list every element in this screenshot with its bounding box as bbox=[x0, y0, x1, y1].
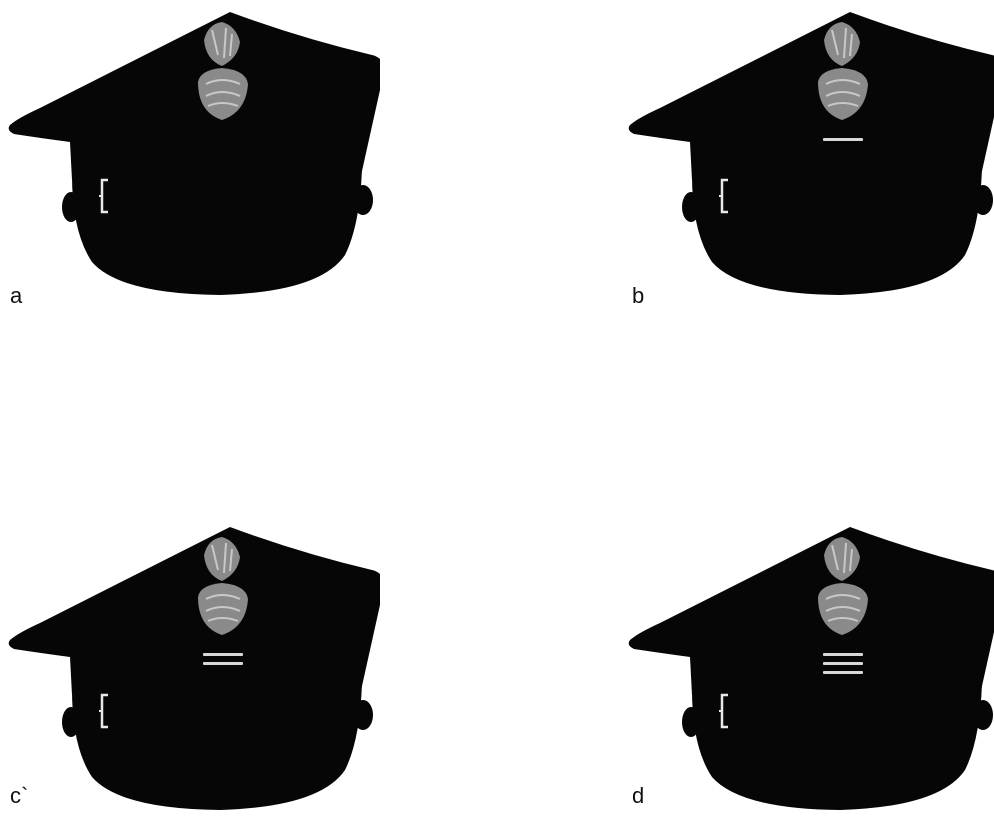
emblem-shield bbox=[818, 68, 868, 120]
rank-stripe bbox=[203, 653, 243, 656]
cap-panel-c: c` bbox=[0, 515, 380, 825]
cap-band bbox=[72, 683, 362, 810]
emblem-shield bbox=[818, 583, 868, 635]
panel-label: d bbox=[632, 783, 645, 808]
cap-band bbox=[72, 168, 362, 295]
shield-wreath-lines bbox=[205, 79, 241, 107]
rank-stripe bbox=[823, 671, 863, 674]
rank-stripe bbox=[823, 653, 863, 656]
cap-crown bbox=[8, 527, 380, 695]
eagle-feather-lines bbox=[211, 27, 233, 59]
emblem-shield bbox=[198, 68, 248, 120]
cap-illustration bbox=[8, 527, 380, 810]
shield-wreath-lines bbox=[205, 594, 241, 622]
rank-stripe bbox=[823, 662, 863, 665]
eagle-feather-lines bbox=[831, 542, 853, 574]
cap-illustration bbox=[628, 527, 994, 810]
cap-band bbox=[692, 683, 982, 810]
eagle-emblem-icon bbox=[198, 22, 248, 120]
cap-panel-a: a bbox=[0, 0, 380, 310]
emblem-shield bbox=[198, 583, 248, 635]
cap-illustration bbox=[8, 12, 380, 295]
cap-illustration bbox=[628, 12, 994, 295]
shield-wreath-lines bbox=[825, 594, 861, 622]
shield-wreath-lines bbox=[825, 79, 861, 107]
rank-stripe bbox=[203, 662, 243, 665]
cap-crown bbox=[628, 12, 994, 180]
panel-label: c` bbox=[10, 783, 29, 808]
cap-crown bbox=[628, 527, 994, 695]
cap-panel-b: b bbox=[620, 0, 994, 310]
cap-band bbox=[692, 168, 982, 295]
rank-stripe bbox=[823, 138, 863, 141]
panel-label: b bbox=[632, 283, 645, 308]
eagle-emblem-icon bbox=[198, 537, 248, 635]
cap-panel-d: d bbox=[620, 515, 994, 825]
eagle-feather-lines bbox=[211, 542, 233, 574]
eagle-emblem-icon bbox=[818, 537, 868, 635]
eagle-feather-lines bbox=[831, 27, 853, 59]
eagle-emblem-icon bbox=[818, 22, 868, 120]
panel-label: a bbox=[10, 283, 23, 308]
cap-crown bbox=[8, 12, 380, 180]
